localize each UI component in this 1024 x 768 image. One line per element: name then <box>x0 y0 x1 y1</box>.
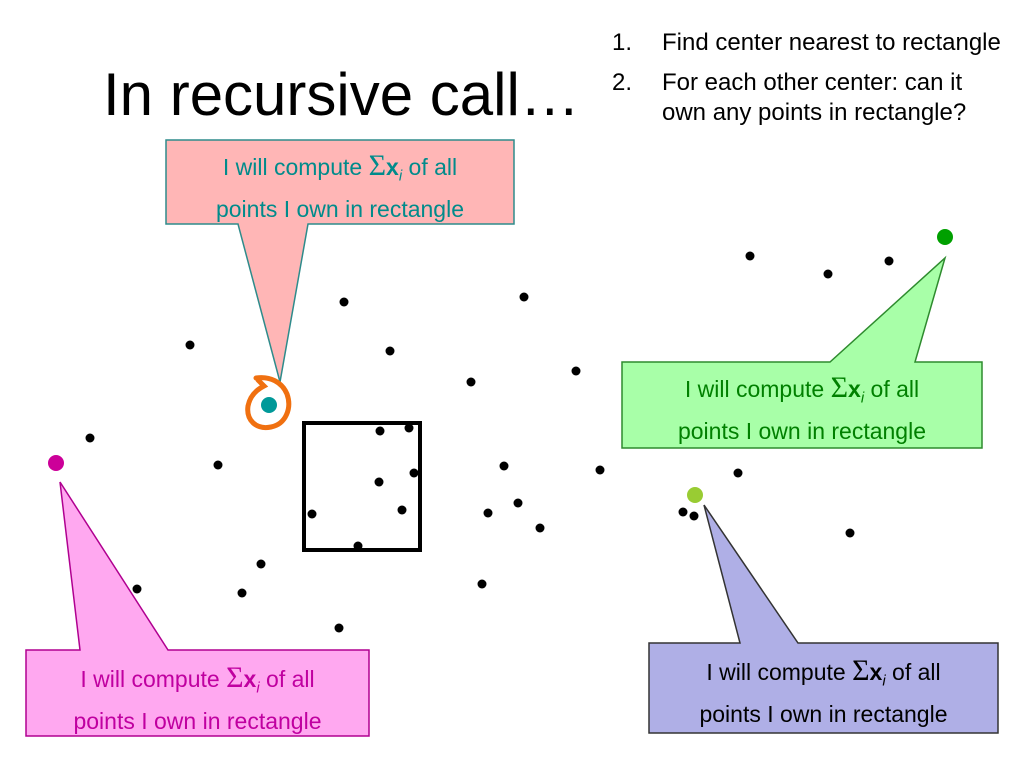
data-point <box>678 507 688 517</box>
data-point <box>334 623 344 633</box>
sigma-symbol: Σ <box>368 149 387 182</box>
data-point <box>374 477 384 487</box>
data-point <box>884 256 894 266</box>
step-text: Find center nearest to rectangle <box>662 29 1001 56</box>
bubble-line2: points I own in rectangle <box>215 195 465 222</box>
sigma-symbol: Σ <box>830 371 849 404</box>
data-point <box>595 465 605 475</box>
step-text: For each other center: can it own any po… <box>662 69 967 126</box>
step-number: 1. <box>612 29 633 56</box>
green-bubble-text: I will compute Σxi of all points I own i… <box>622 372 982 447</box>
data-point <box>404 423 414 433</box>
bubble-prefix: I will compute <box>684 376 831 402</box>
data-point <box>307 509 317 519</box>
green-center <box>937 229 953 245</box>
step-item: 1. Find center nearest to rectangle <box>612 28 1012 58</box>
data-point <box>213 460 223 470</box>
data-point <box>132 584 142 594</box>
subscript-i: i <box>882 672 886 690</box>
handdrawn-circle-annotation <box>245 375 292 431</box>
data-point <box>823 269 833 279</box>
data-point <box>477 579 487 589</box>
x-variable: x <box>243 666 257 692</box>
lime-center <box>687 487 703 503</box>
teal-bubble-text: I will compute Σxi of all points I own i… <box>166 150 514 225</box>
bubble-suffix: of all <box>885 659 941 685</box>
slide-title: In recursive call… <box>103 61 580 128</box>
bubble-line2: points I own in rectangle <box>677 417 927 444</box>
steps-list: 1. Find center nearest to rectangle 2. F… <box>612 28 1012 138</box>
data-point <box>256 559 266 569</box>
x-variable: x <box>848 376 861 402</box>
teal-center <box>261 397 277 413</box>
data-point <box>85 433 95 443</box>
bubble-suffix: of all <box>259 666 315 692</box>
data-point <box>353 541 363 551</box>
bubble-suffix: of all <box>402 154 458 180</box>
data-point <box>466 377 476 387</box>
data-point <box>733 468 743 478</box>
bubble-line2: points I own in rectangle <box>699 700 948 727</box>
blue-bubble-text: I will compute Σxi of all points I own i… <box>649 655 998 730</box>
data-point <box>237 588 247 598</box>
sigma-symbol: Σ <box>226 661 244 694</box>
data-point <box>535 523 545 533</box>
data-point <box>845 528 855 538</box>
data-point <box>689 511 699 521</box>
subscript-i: i <box>860 389 865 407</box>
blue-callout-bubble <box>648 504 999 734</box>
data-point <box>339 297 349 307</box>
data-point <box>375 426 385 436</box>
bubble-prefix: I will compute <box>80 666 227 692</box>
magenta-center <box>48 455 64 471</box>
magenta-bubble-text: I will compute Σxi of all points I own i… <box>26 662 369 737</box>
teal-callout-bubble <box>165 139 515 383</box>
sigma-symbol: Σ <box>852 654 870 687</box>
data-point <box>745 251 755 261</box>
data-point <box>483 508 493 518</box>
data-point <box>519 292 529 302</box>
x-variable: x <box>869 659 883 685</box>
step-item: 2. For each other center: can it own any… <box>612 68 1012 128</box>
data-point <box>571 366 581 376</box>
bubble-prefix: I will compute <box>222 154 369 180</box>
data-point <box>513 498 523 508</box>
green-callout-bubble <box>621 255 983 449</box>
step-number: 2. <box>612 69 633 96</box>
bubble-prefix: I will compute <box>706 659 853 685</box>
data-point <box>409 468 419 478</box>
magenta-callout-bubble <box>25 481 370 737</box>
subscript-i: i <box>256 679 260 697</box>
data-point <box>185 340 195 350</box>
query-rectangle <box>302 421 422 552</box>
data-point <box>499 461 509 471</box>
bubble-line2: points I own in rectangle <box>73 707 322 734</box>
data-point <box>397 505 407 515</box>
x-variable: x <box>386 154 399 180</box>
bubble-suffix: of all <box>864 376 920 402</box>
data-point <box>385 346 395 356</box>
data-points <box>85 251 894 633</box>
subscript-i: i <box>398 167 403 185</box>
